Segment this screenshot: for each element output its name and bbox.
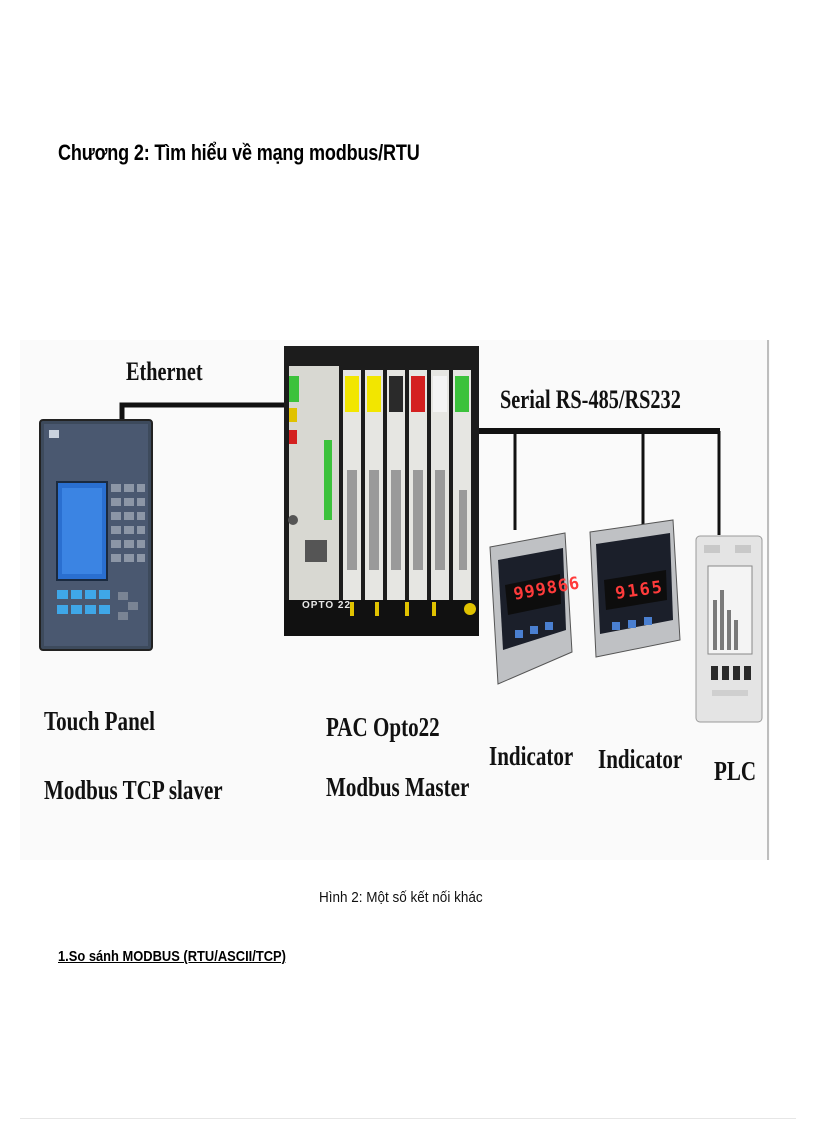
serial-bus-label: Serial RS-485/RS232	[500, 385, 681, 414]
touch-panel-label-line2: Modbus TCP slaver	[44, 775, 223, 805]
plc-label: PLC	[714, 756, 757, 786]
pac-label-line2: Modbus Master	[326, 772, 470, 802]
figure-border	[767, 340, 769, 860]
indicator-1-device	[489, 532, 573, 685]
touch-panel-keypad	[111, 484, 145, 562]
indicator-1-label: Indicator	[489, 741, 574, 771]
plc-device	[695, 535, 763, 723]
figure-caption: Hình 2: Một số kết nối khác	[319, 889, 483, 906]
indicator-2-label: Indicator	[598, 744, 683, 774]
ethernet-label: Ethernet	[126, 357, 203, 386]
ethernet-cable	[119, 402, 299, 420]
page-footer-rule	[20, 1118, 796, 1119]
pac-rack-device	[284, 346, 479, 636]
indicator-2-device	[589, 519, 681, 658]
touch-panel-label-line1: Touch Panel	[44, 706, 155, 736]
touch-panel-function-keys	[57, 590, 110, 614]
pac-brand-text: OPTO 22	[302, 600, 352, 611]
pac-io-modules	[343, 370, 471, 600]
chapter-heading: Chương 2: Tìm hiểu về mạng modbus/RTU	[58, 140, 420, 165]
section-heading: 1.So sánh MODBUS (RTU/ASCII/TCP)	[58, 948, 286, 965]
pac-label-line1: PAC Opto22	[326, 712, 440, 742]
touch-panel-device	[39, 419, 153, 651]
